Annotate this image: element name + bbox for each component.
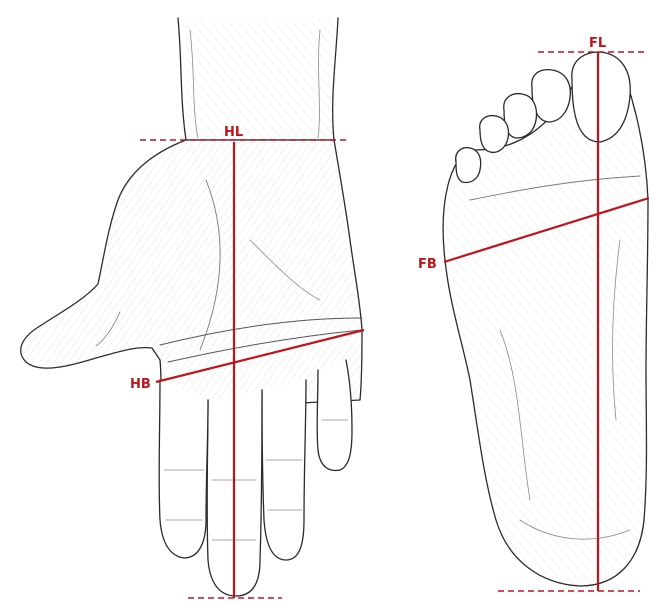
toe-5 [456, 148, 481, 183]
foot-illustration [443, 52, 648, 586]
hand-illustration [21, 18, 362, 596]
label-fb: FB [418, 257, 437, 272]
label-hl: HL [224, 125, 243, 140]
label-hb: HB [130, 377, 151, 392]
finger-index [159, 380, 208, 558]
toe-4 [480, 116, 509, 153]
finger-little [317, 360, 352, 470]
finger-ring [262, 380, 306, 560]
label-fl: FL [589, 36, 606, 51]
